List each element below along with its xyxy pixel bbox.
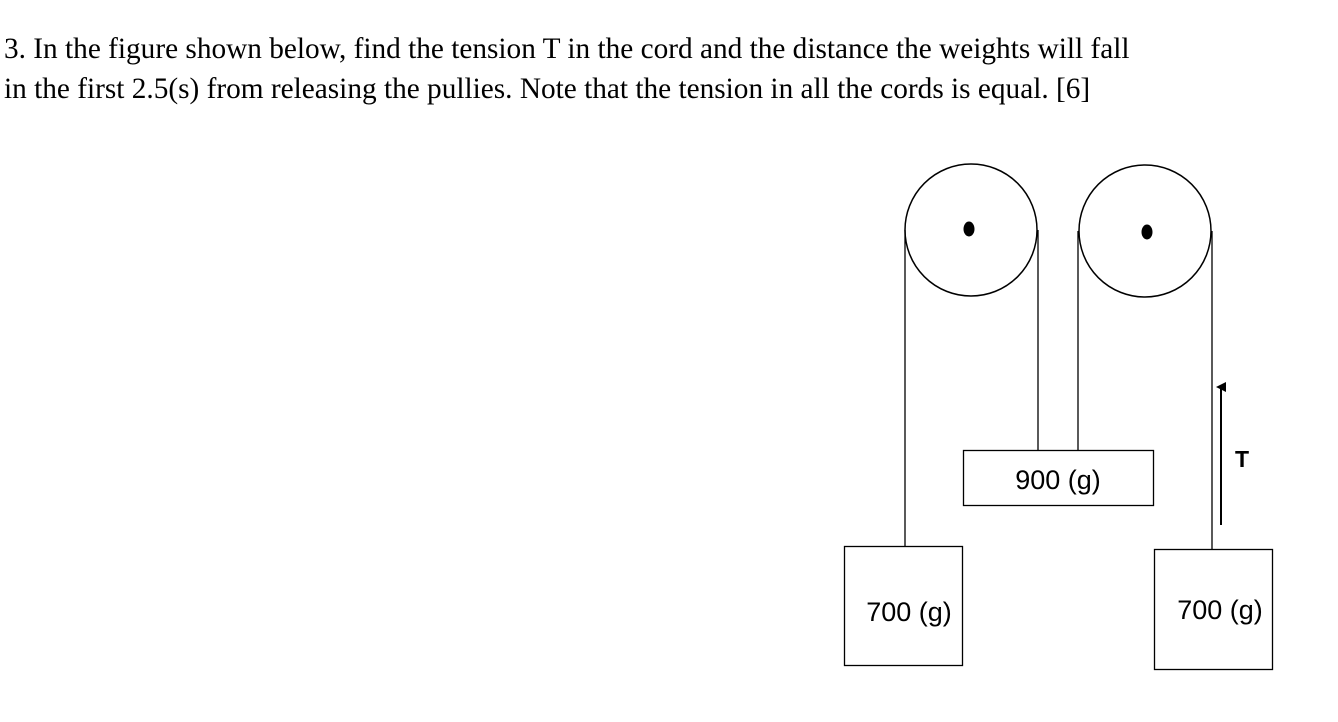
right-mass: 700 (g): [1153, 548, 1274, 671]
question-line-2: in the first 2.5(s) from releasing the p…: [4, 73, 1091, 105]
middle-mass: 900 (g): [962, 449, 1155, 507]
left-mass-box: [843, 545, 964, 667]
left-mass-label: 700 (g): [866, 597, 952, 627]
middle-mass-box: [962, 449, 1155, 507]
left-pulley: [904, 163, 1038, 297]
left-mass: 700 (g): [843, 545, 964, 667]
right-mass-label: 700 (g): [1177, 595, 1263, 625]
right-mass-box: [1153, 548, 1274, 671]
right-pulley: [1078, 164, 1212, 298]
middle-mass-label: 900 (g): [1015, 465, 1101, 495]
tension-label: T: [1235, 446, 1249, 472]
question-line-1: 3. In the figure shown below, find the t…: [4, 33, 1130, 65]
right-pulley-axle: [1141, 224, 1153, 240]
question-text: 3. In the figure shown below, find the t…: [4, 29, 1324, 109]
left-pulley-axle: [963, 221, 975, 237]
tension-indicator: T: [1216, 382, 1249, 525]
